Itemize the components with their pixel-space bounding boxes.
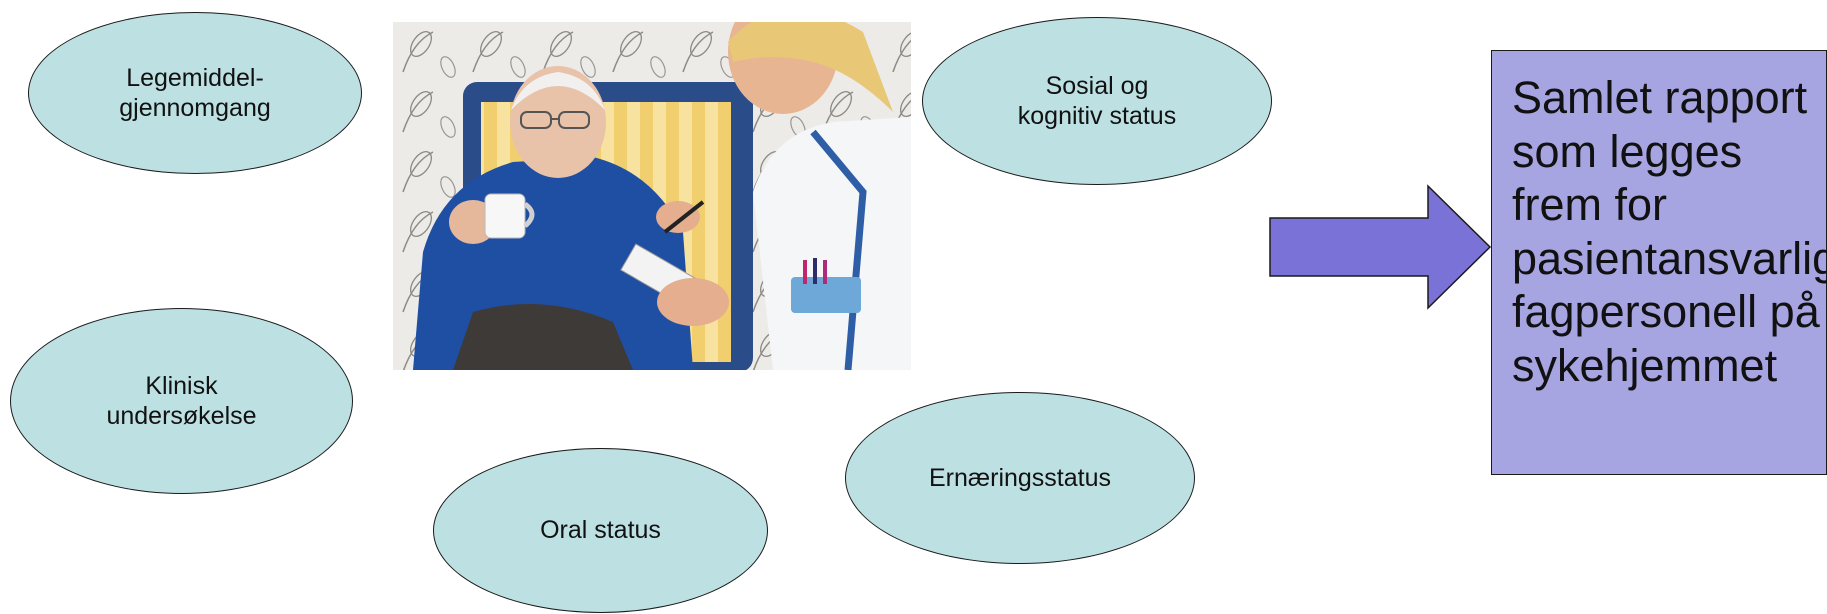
- ellipse-sosial-kognitiv-status-label: Sosial og kognitiv status: [1017, 71, 1177, 131]
- ellipse-legemiddelgjennomgang-label: Legemiddel- gjennomgang: [119, 63, 271, 123]
- report-line: frem for: [1512, 179, 1668, 231]
- report-line: sykehjemmet: [1512, 339, 1778, 391]
- right-arrow-icon: [1269, 184, 1492, 310]
- ellipse-klinisk-undersokelse-label: Klinisk undersøkelse: [106, 371, 257, 431]
- ellipse-oral-status-label: Oral status: [540, 516, 661, 545]
- report-line: som legges: [1512, 125, 1743, 177]
- ellipse-sosial-kognitiv-status: Sosial og kognitiv status: [922, 17, 1272, 185]
- ellipse-ernaeringsstatus-label: Ernæringsstatus: [928, 463, 1112, 492]
- ellipse-ernaeringsstatus: Ernæringsstatus: [845, 392, 1195, 564]
- report-line: pasientansvarlig: [1512, 232, 1827, 284]
- photo-elderly-patient-with-nurse: [393, 22, 911, 370]
- report-line: fagpersonell på: [1512, 286, 1820, 338]
- ellipse-klinisk-undersokelse: Klinisk undersøkelse: [10, 308, 353, 494]
- report-line: Samlet rapport: [1512, 72, 1808, 123]
- report-box: Samlet rapport som legges frem for pasie…: [1491, 50, 1827, 475]
- ellipse-oral-status: Oral status: [433, 448, 768, 613]
- ellipse-legemiddelgjennomgang: Legemiddel- gjennomgang: [28, 12, 362, 174]
